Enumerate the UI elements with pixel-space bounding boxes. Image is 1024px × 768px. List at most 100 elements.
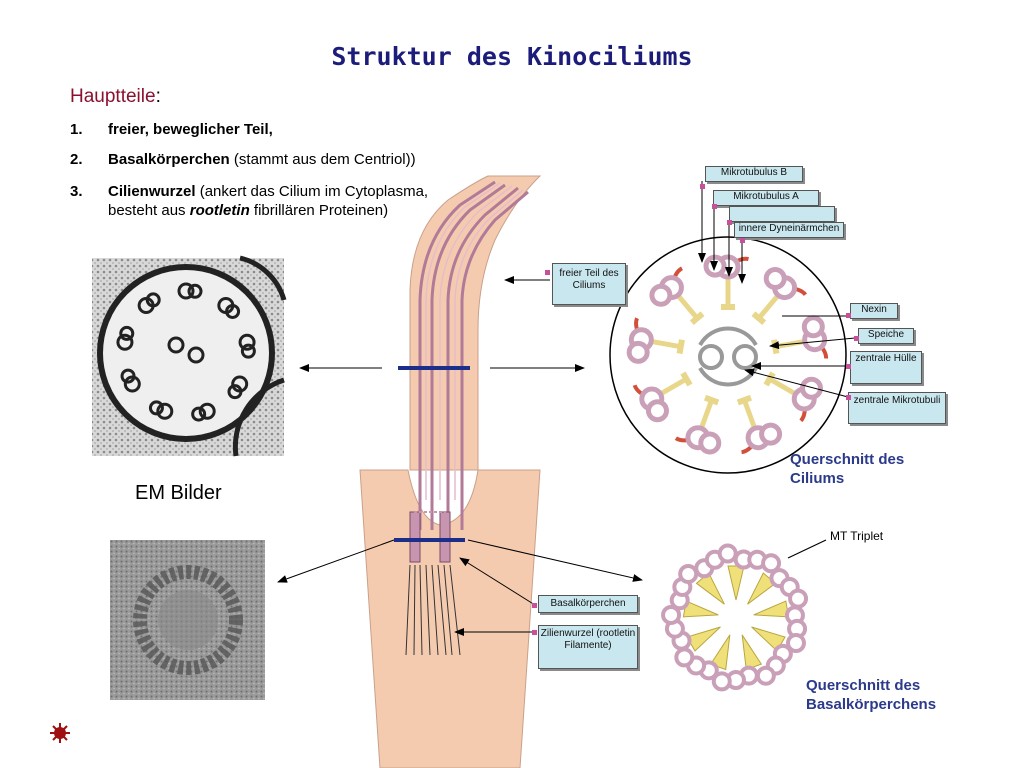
list-text: (stammt aus dem Centriol)) [229,151,416,168]
em-doublet [240,343,256,359]
microtubule-b [763,267,787,291]
radial-spoke [742,399,758,430]
label-basalkoerperchen: Basalkörperchen [538,595,638,613]
spoke-head [703,394,720,406]
radial-spoke [650,338,682,350]
mt-triplet [694,543,738,605]
mt-triplet [669,563,719,618]
label-innere-dyneinaermchen: innere Dyneinärmchen [734,222,844,238]
em-doublet [123,375,141,393]
microtubule-b [698,431,722,455]
label-zilienwurzel: Zilienwurzel (rootletin Filamente) [538,625,638,669]
list-item-3: 3.Cilienwurzel (ankert das Cilium im Cyt… [70,182,428,220]
cartwheel-spoke [709,634,731,671]
em-doublet [225,303,241,319]
list-text: fibrillären Proteinen) [249,202,389,219]
outer-doublet [674,394,722,455]
microtubule-b [759,422,783,446]
triplet-microtubule [674,647,695,668]
em-doublet [145,292,161,308]
microtubule-b [801,315,825,339]
microtubule-b [799,376,823,400]
radial-spoke [756,293,781,320]
em-images-label: EM Bilder [135,482,222,504]
list-item-1: 1. freier, beweglicher Teil, [70,120,273,139]
radial-spoke [698,399,714,430]
em-doublet [198,402,216,420]
spoke-head [689,311,705,326]
cartwheel-spoke [751,626,786,652]
em-doublet [116,333,134,351]
spoke-head [676,339,685,355]
microtubule-b [645,399,669,423]
microtubule-b [649,283,673,307]
triplet-microtubule [717,543,738,564]
mt-triplet [751,626,793,686]
list-number: 1. [70,121,83,138]
cartwheel-spoke [753,600,790,618]
label-zentrale-huelle: zentrale Hülle [850,351,922,384]
list-item-2: 2.Basalkörperchen (stammt aus dem Centri… [70,150,416,169]
label-zentrale-mikrotubuli: zentrale Mikrotubuli [848,392,946,424]
em-doublet [120,368,136,384]
basal-body-cross-section [661,539,827,692]
em-doublet-ring [116,282,256,422]
microtubule-b [703,254,727,278]
caption-querschnitt-basal: Querschnitt des Basalkörperchens [806,677,937,713]
list-number: 2. [70,151,83,168]
label-nexin: Nexin [850,303,898,319]
triplet-microtubule [661,604,682,625]
star-icon [50,723,70,743]
cartwheel-spoke [741,634,763,671]
outer-doublet [649,266,705,326]
label-blank-box [729,206,835,222]
triplet-microtubule [755,665,776,686]
em-doublet [148,400,164,416]
outer-doublet [626,317,685,364]
basal-body-cylinders [409,511,451,563]
mt-triplet [674,634,731,681]
heading-text: Hauptteile [70,86,156,107]
cartwheel-spoke [727,565,745,601]
em-doublet [238,333,256,351]
triplet-microtubule [678,563,699,584]
triplet-microtubule [761,553,782,574]
heading-colon: : [155,86,161,107]
list-text: (ankert das Cilium im Cytoplasma, [195,183,429,200]
pointer-arrows [277,276,643,636]
mt-triplet [711,634,763,692]
cartwheel-spoke [747,572,777,605]
mt-triplet [747,568,809,609]
list-term: Cilienwurzel [108,183,196,200]
em-image-basal-body [110,540,265,700]
label-speiche: Speiche [858,328,914,344]
mt-triplet [661,604,721,652]
spoke-head [721,304,735,310]
em-image-cilium [92,255,287,457]
label-freier-teil: freier Teil des Ciliums [552,263,626,305]
triplet-microtubule [711,671,732,692]
cilium-cross-section [609,236,847,474]
cartwheel-spoke [686,626,721,652]
axoneme-microtubules [418,180,529,530]
spoke-head [736,394,753,406]
radial-spoke [675,293,700,320]
cilium-shaft [409,175,542,471]
label-mikrotubulus-a: Mikrotubulus A [713,190,819,206]
spoke-head [763,371,776,387]
mt-triplet [753,600,808,654]
cartwheel-spoke [682,600,719,618]
triplet-microtubule [788,588,809,609]
label-mt-triplet: MT Triplet [830,529,884,543]
caption-querschnitt-cilium: Querschnitt des Ciliums [790,451,905,487]
outer-doublet [763,371,823,423]
microtubule-b [626,340,650,364]
em-doublet [227,384,243,400]
main-heading: Hauptteile: [70,86,161,108]
radial-spoke [659,376,688,397]
cilium-label-leaders [698,181,856,398]
triplet-microtubule [785,633,806,654]
page-title: Struktur des Kinociliums [331,42,693,71]
list-text: freier, beweglicher Teil, [108,121,273,138]
